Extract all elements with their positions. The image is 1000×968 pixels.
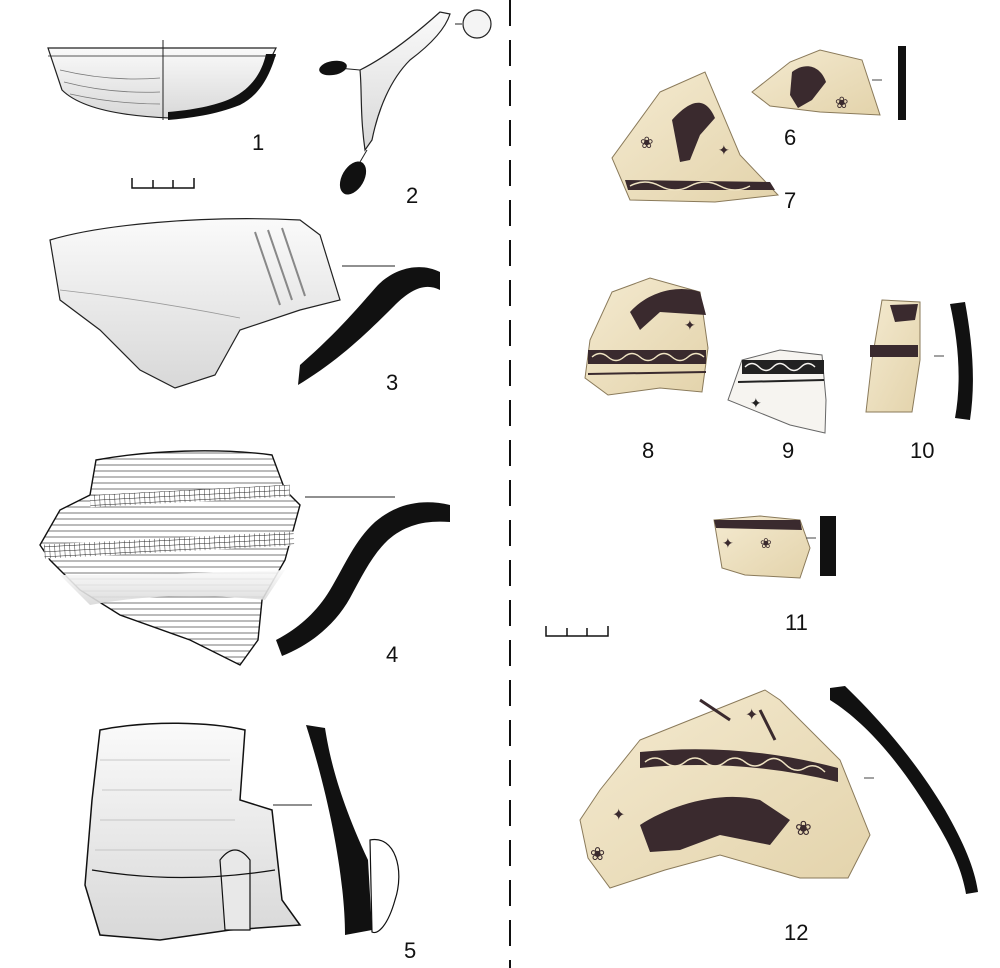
scale-bar-right [545,626,609,637]
svg-text:❀: ❀ [640,135,653,152]
fragment-11: ✦ ❀ [713,515,836,579]
svg-text:✦: ✦ [722,535,734,551]
svg-text:✦: ✦ [612,807,625,824]
fragment-7: ✦ ❀ [611,71,780,203]
fragment-10 [865,299,973,420]
svg-text:✦: ✦ [684,317,696,333]
fragment-9: ✦ [727,349,827,434]
drawing-1 [47,40,277,120]
svg-text:❀: ❀ [835,95,848,112]
fragment-12: ✦ ❀ ❀ ✦ [579,686,978,894]
figure-number-10: 10 [910,438,934,463]
figure-numbers: 1 2 3 4 5 6 7 8 9 10 11 12 [252,125,934,963]
svg-text:❀: ❀ [590,844,605,864]
figure-number-12: 12 [784,920,808,945]
figure-number-8: 8 [642,438,654,463]
fragment-6: ❀ [751,46,906,120]
figure-number-3: 3 [386,370,398,395]
svg-text:❀: ❀ [760,535,772,551]
drawing-4 [39,450,450,666]
figure-number-2: 2 [406,183,418,208]
scale-bar-left [131,178,195,189]
figure-number-6: 6 [784,125,796,150]
figure-number-4: 4 [386,642,398,667]
svg-text:✦: ✦ [718,142,730,158]
figure-number-9: 9 [782,438,794,463]
drawing-5 [84,722,400,941]
svg-text:✦: ✦ [750,395,762,411]
svg-text:✦: ✦ [745,707,758,724]
figure-number-7: 7 [784,188,796,213]
fragment-8: ✦ [584,277,709,396]
figure-number-5: 5 [404,938,416,963]
svg-text:❀: ❀ [795,818,812,840]
drawing-3 [49,218,440,389]
figure-number-11: 11 [785,610,808,635]
figure-number-1: 1 [252,130,264,155]
drawing-2 [319,9,492,195]
